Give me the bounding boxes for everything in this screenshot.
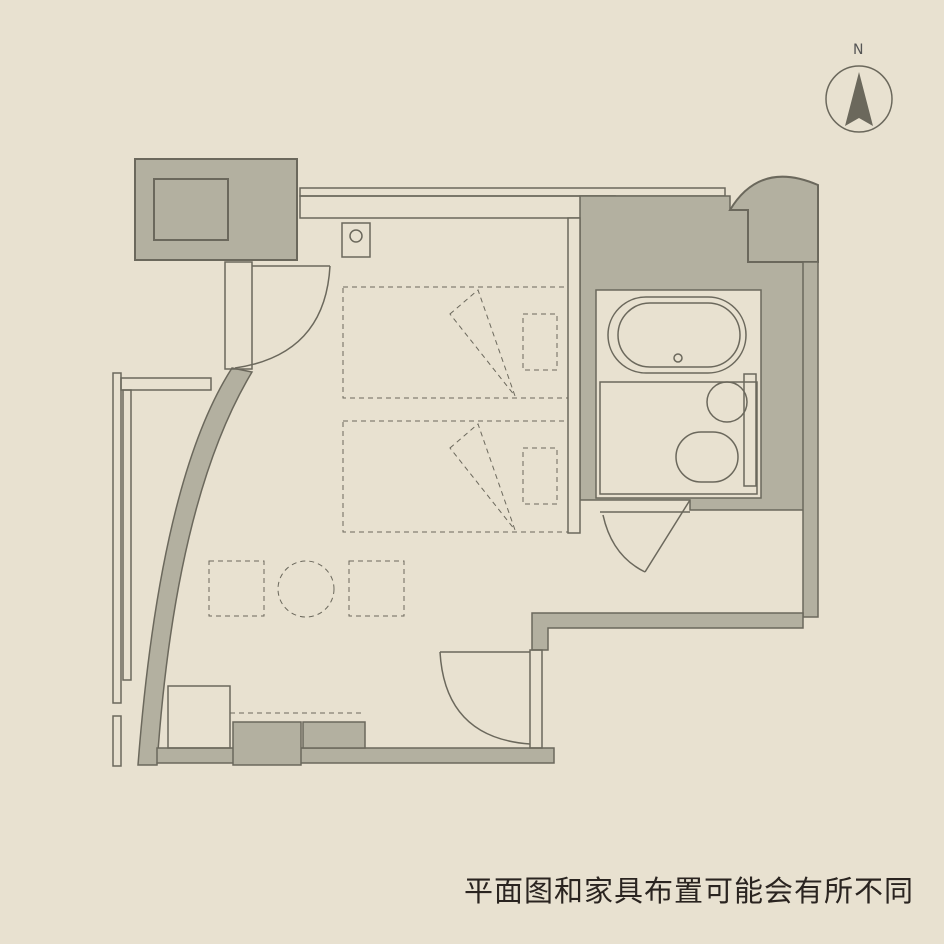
bathroom-door (600, 499, 691, 573)
furniture-outlines (208, 286, 569, 714)
right-wall (531, 261, 819, 651)
balcony-railing (112, 372, 212, 767)
compass-north-label: N (853, 42, 864, 58)
bathroom (567, 175, 819, 534)
main-door (439, 649, 543, 749)
north-compass-icon (825, 65, 893, 133)
utility-shaft (134, 158, 298, 261)
disclaimer-caption: 平面图和家具布置可能会有所不同 (463, 874, 914, 908)
fixture-icon (349, 229, 363, 243)
entry-door (224, 261, 331, 370)
curved-wall (137, 367, 254, 766)
bottom-wall (156, 685, 555, 766)
panel-box (341, 222, 371, 258)
